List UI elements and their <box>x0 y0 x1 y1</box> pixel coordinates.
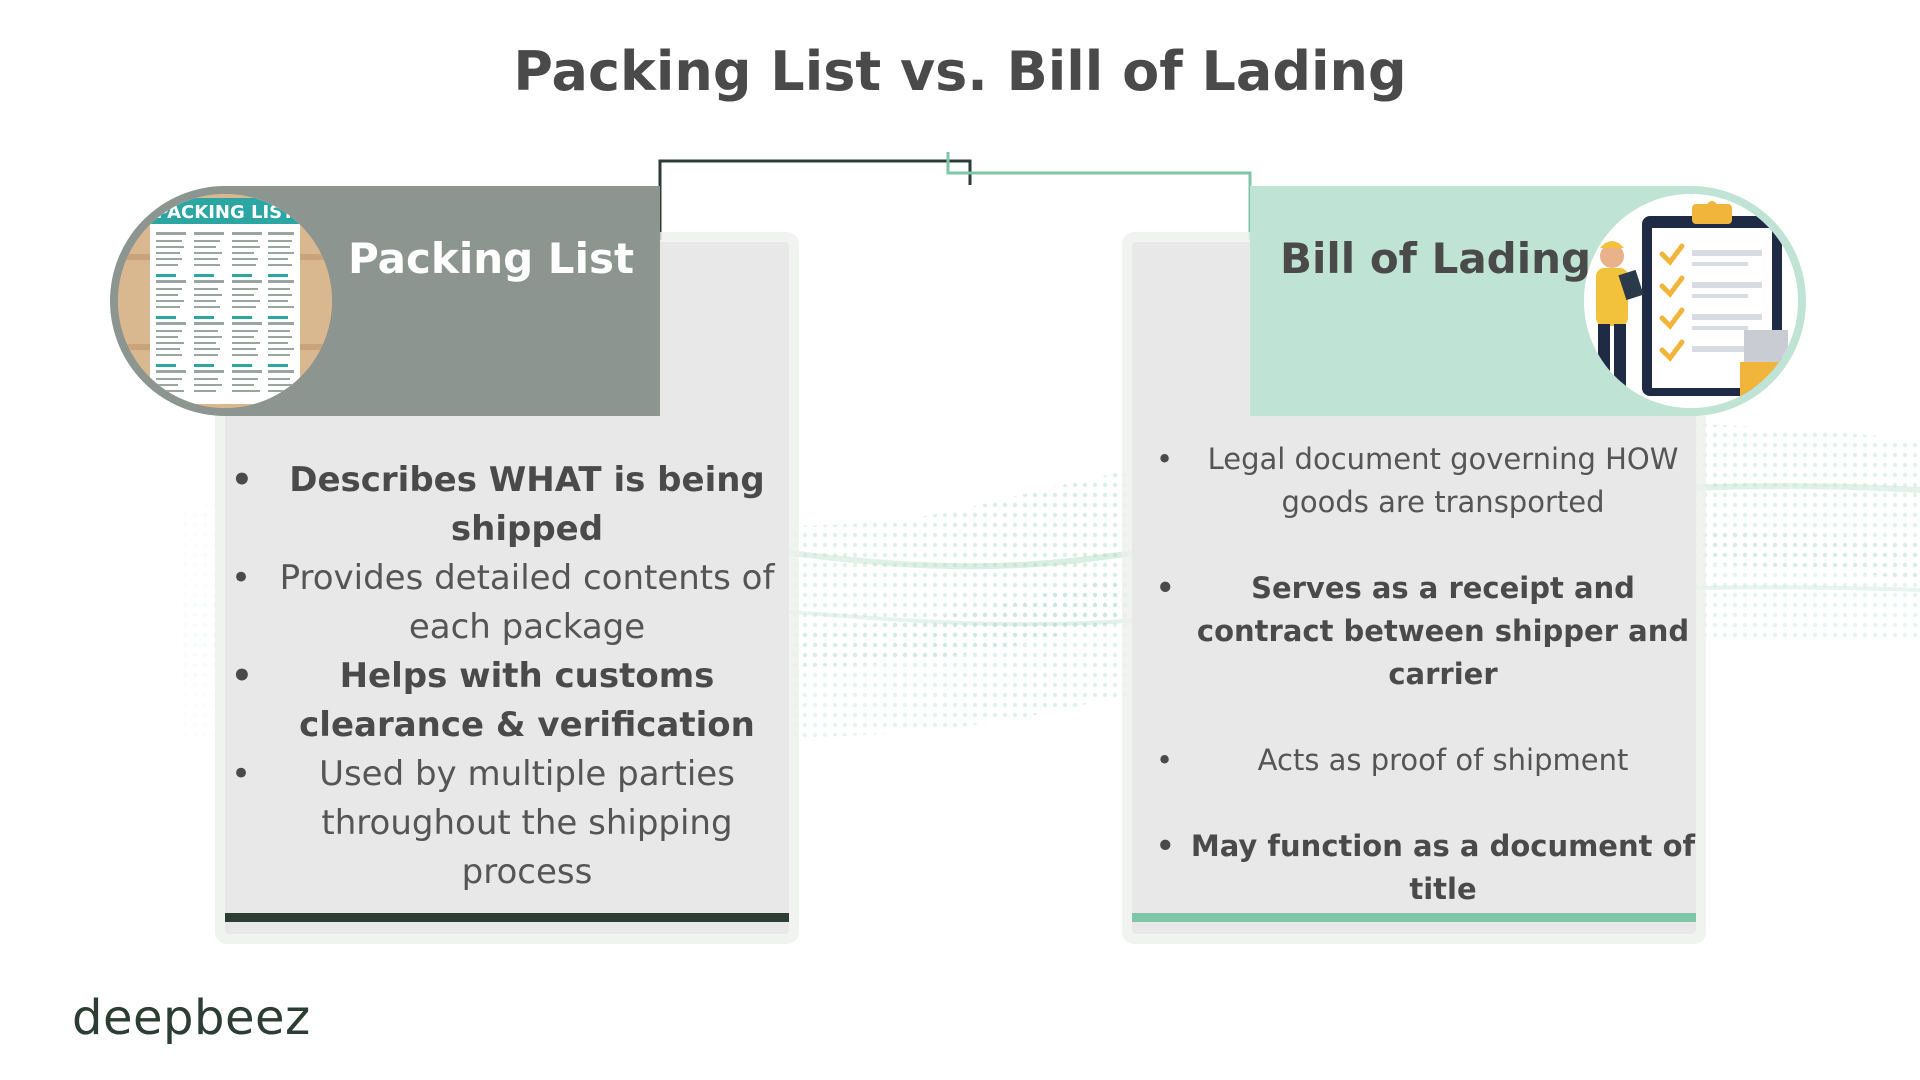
bill-of-lading-bullets: Legal document governing HOW goods are t… <box>1150 438 1696 911</box>
list-item: Used by multiple parties throughout the … <box>225 750 789 897</box>
list-item: Helps with customs clearance & verificat… <box>225 652 789 750</box>
slide-title: Packing List vs. Bill of Lading <box>513 40 1407 103</box>
list-item: Provides detailed contents of each packa… <box>225 554 789 652</box>
packing-list-thumb-heading: PACKING LIST <box>156 202 296 223</box>
clipboard-checklist-icon <box>1584 194 1798 408</box>
list-item: Describes WHAT is being shipped <box>225 456 789 554</box>
packing-list-bullets: Describes WHAT is being shipped Provides… <box>225 456 789 897</box>
bill-of-lading-banner: Bill of Lading <box>1250 186 1806 416</box>
bill-of-lading-heading: Bill of Lading <box>1280 234 1592 283</box>
list-item: Serves as a receipt and contract between… <box>1150 567 1696 696</box>
bill-of-lading-accent-bar <box>1132 913 1696 922</box>
list-item: Acts as proof of shipment <box>1150 739 1696 782</box>
packing-list-heading: Packing List <box>348 234 635 283</box>
packing-list-accent-bar <box>225 913 789 922</box>
packing-list-banner: PACKING LIST <box>110 186 660 416</box>
brand-logo: deepbeez <box>72 990 311 1046</box>
list-item: May function as a document of title <box>1150 825 1696 911</box>
list-item: Legal document governing HOW goods are t… <box>1150 438 1696 524</box>
packing-list-document-icon: PACKING LIST <box>118 194 332 408</box>
